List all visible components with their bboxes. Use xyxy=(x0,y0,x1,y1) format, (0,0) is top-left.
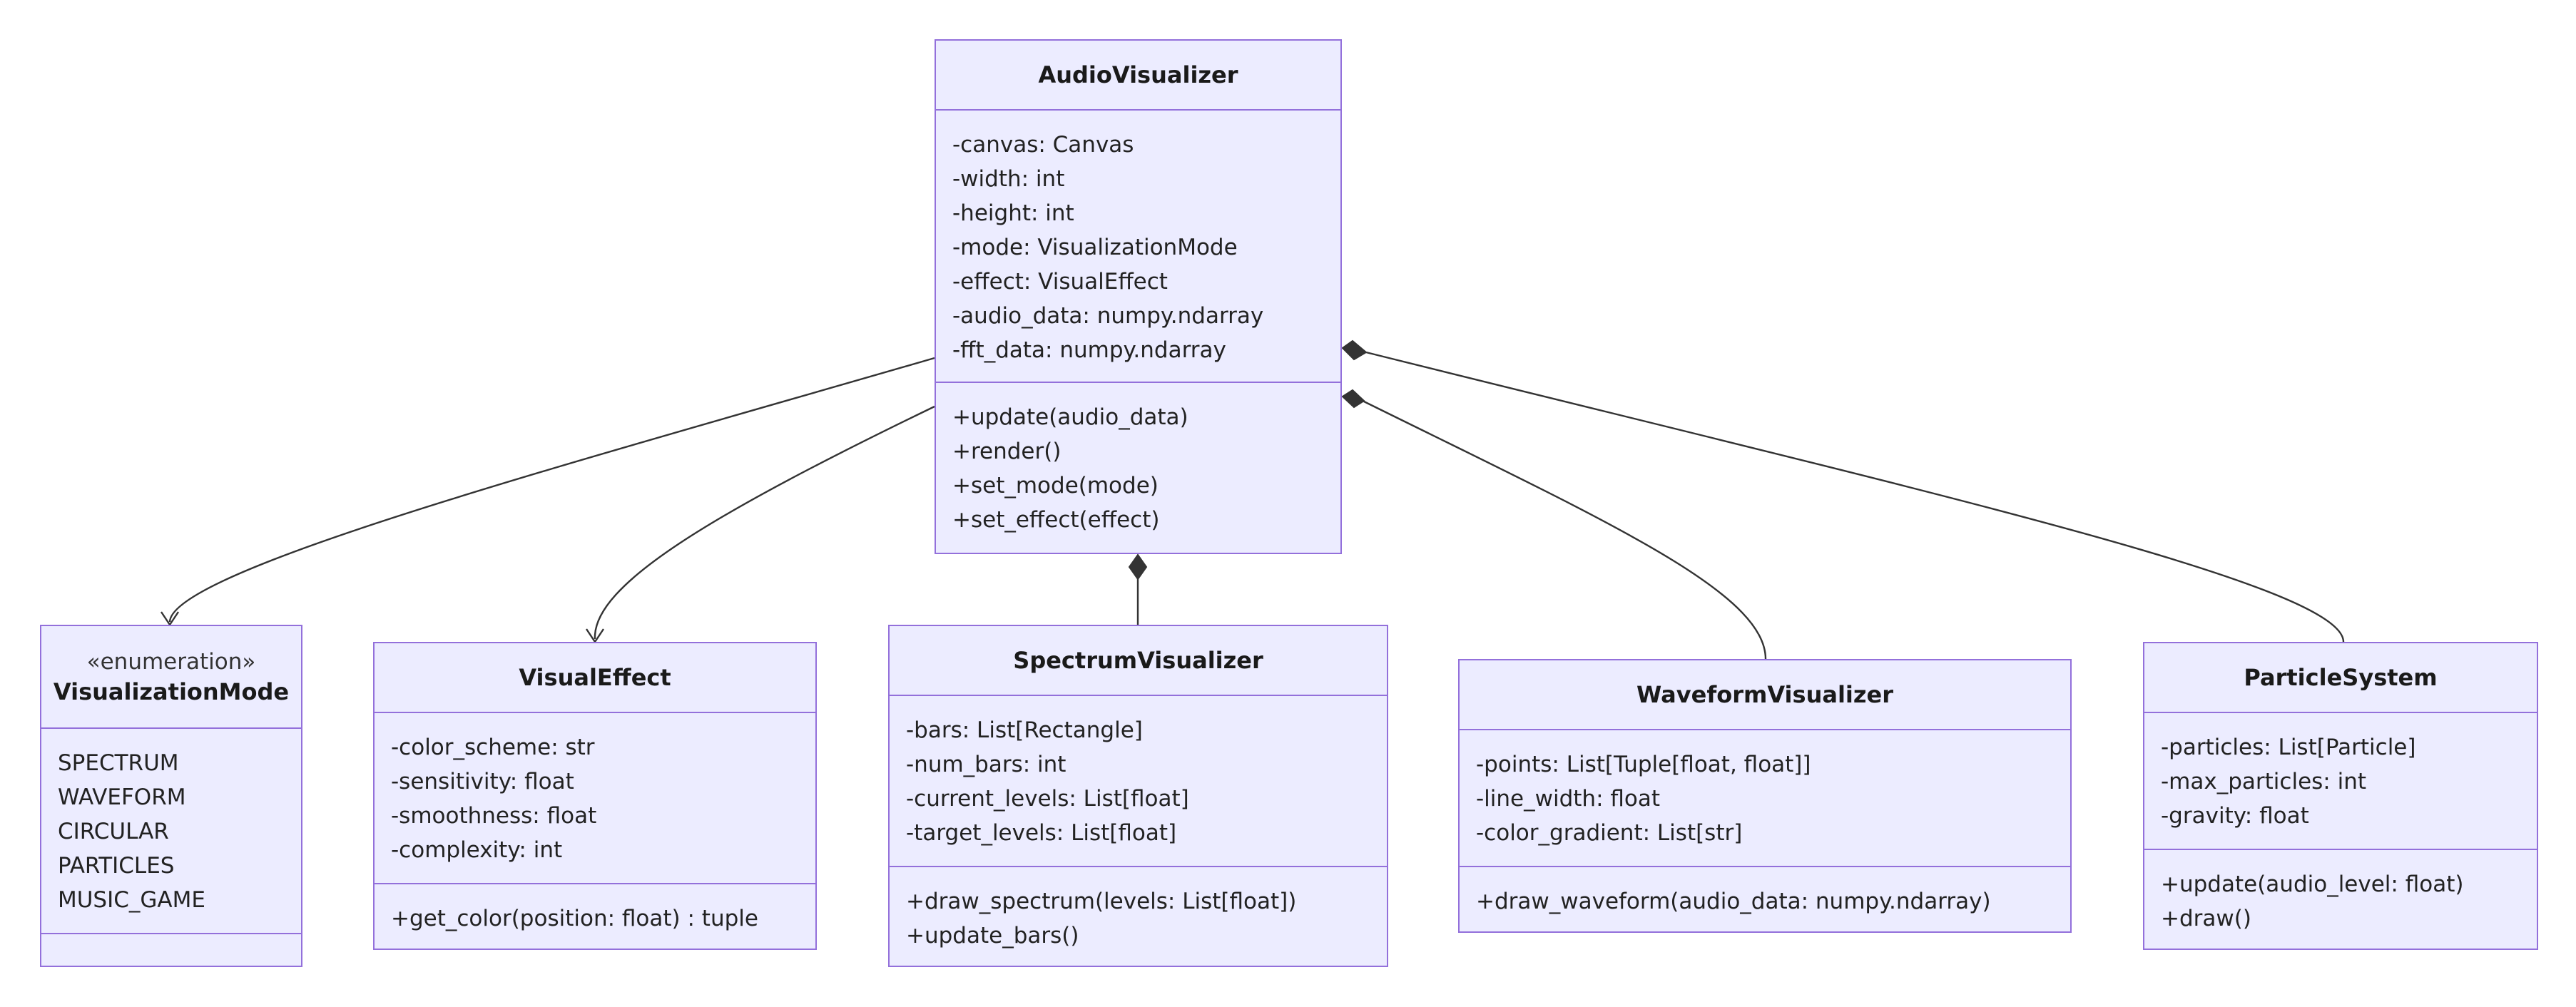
class-header: SpectrumVisualizer xyxy=(890,626,1387,696)
method: +update_bars() xyxy=(906,923,1079,949)
attribute: -num_bars: int xyxy=(906,752,1066,777)
attribute: -mode: VisualizationMode xyxy=(952,235,1238,260)
edge-audiovisualizer-particlesystem xyxy=(1365,351,2345,643)
class-header: WaveformVisualizer xyxy=(1460,660,2070,730)
attributes-section: -color_scheme: str -sensitivity: float -… xyxy=(375,713,815,884)
attribute: -max_particles: int xyxy=(2161,769,2367,794)
attribute: -sensitivity: float xyxy=(391,769,574,794)
class-name: VisualizationMode xyxy=(53,678,290,705)
attribute: -canvas: Canvas xyxy=(952,132,1134,158)
class-waveform-visualizer[interactable]: WaveformVisualizer -points: List[Tuple[f… xyxy=(1458,659,2072,933)
method: +set_mode(mode) xyxy=(952,473,1159,499)
attribute: -fft_data: numpy.ndarray xyxy=(952,337,1226,363)
attribute: -gravity: float xyxy=(2161,803,2309,829)
class-header: ParticleSystem xyxy=(2144,643,2537,713)
edge-arrowhead-visualizationmode xyxy=(161,611,179,627)
class-name: SpectrumVisualizer xyxy=(1013,647,1263,674)
edge-arrowhead-visualeffect xyxy=(586,628,604,644)
method: +get_color(position: float) : tuple xyxy=(391,906,758,931)
enum-value: PARTICLES xyxy=(58,853,175,879)
method: +draw_spectrum(levels: List[float]) xyxy=(906,889,1297,914)
methods-section: +get_color(position: float) : tuple xyxy=(375,884,815,953)
class-name: VisualEffect xyxy=(519,664,671,691)
methods-section: +draw_waveform(audio_data: numpy.ndarray… xyxy=(1460,867,2070,936)
class-name: WaveformVisualizer xyxy=(1636,681,1893,708)
class-header: VisualEffect xyxy=(375,643,815,713)
method: +render() xyxy=(952,439,1062,464)
method: +set_effect(effect) xyxy=(952,507,1160,533)
edge-audiovisualizer-visualizationmode xyxy=(168,357,935,623)
class-visualization-mode[interactable]: «enumeration» VisualizationMode SPECTRUM… xyxy=(40,625,302,967)
attribute: -width: int xyxy=(952,166,1065,192)
edge-audiovisualizer-waveformvisualizer xyxy=(1362,399,1767,660)
class-audio-visualizer[interactable]: AudioVisualizer -canvas: Canvas -width: … xyxy=(935,39,1342,554)
enum-value: CIRCULAR xyxy=(58,819,169,844)
stereotype-label: «enumeration» xyxy=(86,649,256,675)
class-visual-effect[interactable]: VisualEffect -color_scheme: str -sensiti… xyxy=(373,642,817,950)
method: +update(audio_data) xyxy=(952,404,1188,430)
edge-audiovisualizer-visualeffect xyxy=(594,405,935,640)
composition-diamond-waveform xyxy=(1341,389,1365,409)
class-header: «enumeration» VisualizationMode xyxy=(41,626,301,729)
attribute: -smoothness: float xyxy=(391,803,597,829)
attributes-section: -bars: List[Rectangle] -num_bars: int -c… xyxy=(890,696,1387,867)
attribute: -bars: List[Rectangle] xyxy=(906,717,1143,743)
enum-value: SPECTRUM xyxy=(58,750,179,776)
enum-value: MUSIC_GAME xyxy=(58,887,205,913)
enum-value: WAVEFORM xyxy=(58,784,186,810)
attribute: -complexity: int xyxy=(391,837,563,863)
enum-values-section: SPECTRUM WAVEFORM CIRCULAR PARTICLES MUS… xyxy=(41,729,301,934)
method: +update(audio_level: float) xyxy=(2161,871,2464,897)
attribute: -effect: VisualEffect xyxy=(952,269,1168,295)
attribute: -target_levels: List[float] xyxy=(906,820,1177,846)
attribute: -height: int xyxy=(952,200,1074,226)
methods-section: +update(audio_level: float) +draw() xyxy=(2144,850,2537,953)
composition-diamond-spectrum xyxy=(1128,553,1148,581)
attributes-section: -particles: List[Particle] -max_particle… xyxy=(2144,713,2537,850)
composition-diamond-particle xyxy=(1341,339,1368,361)
attribute: -color_gradient: List[str] xyxy=(1476,820,1743,846)
class-name: ParticleSystem xyxy=(2244,664,2438,691)
attribute: -particles: List[Particle] xyxy=(2161,735,2416,760)
methods-section: +update(audio_data) +render() +set_mode(… xyxy=(936,383,1340,554)
attribute: -color_scheme: str xyxy=(391,735,595,760)
class-particle-system[interactable]: ParticleSystem -particles: List[Particle… xyxy=(2143,642,2538,950)
attribute: -line_width: float xyxy=(1476,786,1661,812)
method: +draw_waveform(audio_data: numpy.ndarray… xyxy=(1476,889,1991,914)
methods-section: +draw_spectrum(levels: List[float]) +upd… xyxy=(890,867,1387,970)
class-header: AudioVisualizer xyxy=(936,41,1340,111)
method: +draw() xyxy=(2161,906,2251,931)
attribute: -audio_data: numpy.ndarray xyxy=(952,303,1264,329)
class-spectrum-visualizer[interactable]: SpectrumVisualizer -bars: List[Rectangle… xyxy=(888,625,1388,967)
attributes-section: -canvas: Canvas -width: int -height: int… xyxy=(936,111,1340,383)
attribute: -points: List[Tuple[float, float]] xyxy=(1476,752,1811,777)
class-name: AudioVisualizer xyxy=(1038,61,1238,88)
attribute: -current_levels: List[float] xyxy=(906,786,1189,812)
attributes-section: -points: List[Tuple[float, float]] -line… xyxy=(1460,730,2070,867)
